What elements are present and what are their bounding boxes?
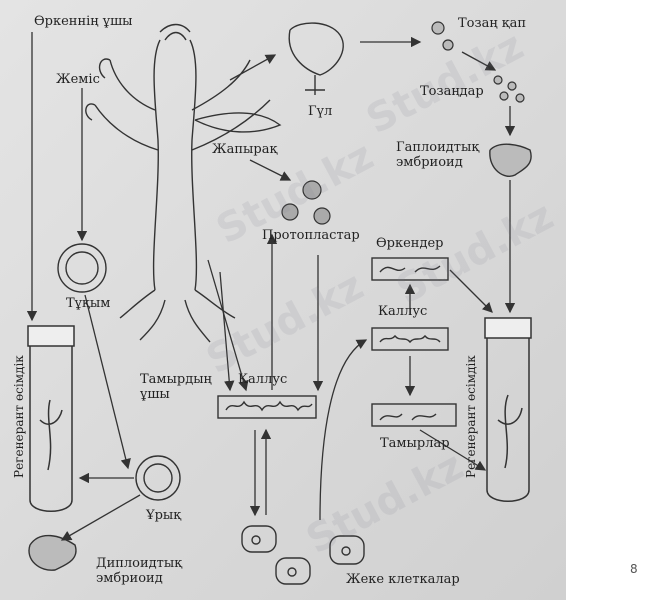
- protoplasts-illustration: [281, 180, 331, 225]
- haploid-embryoid: [489, 143, 532, 177]
- label-embryo: Ұрық: [146, 508, 182, 523]
- label-shoots: Өркендер: [376, 236, 444, 251]
- label-regenerant-right: Регенерант өсімдік: [464, 355, 478, 478]
- pollen-illustration: [431, 21, 525, 103]
- arrows: [26, 32, 516, 541]
- label-anther: Тозаң қап: [458, 16, 527, 31]
- label-roots: Тамырлар: [380, 436, 450, 451]
- label-callus-right: Каллус: [378, 304, 428, 319]
- page-number: 8: [630, 562, 638, 576]
- diagram-photo: Stud.kz Stud.kz Stud.kz Stud.kz Stud.kz …: [0, 0, 566, 600]
- shoots-dish: [371, 257, 449, 281]
- label-fruit: Жеміс: [56, 72, 100, 87]
- left-tube: [27, 325, 75, 512]
- label-single-cells: Жеке клеткалар: [346, 572, 460, 587]
- right-tube: [484, 317, 532, 502]
- label-leaf: Жапырақ: [212, 142, 278, 157]
- label-flower: Гүл: [308, 104, 333, 119]
- center-callus-dish: [217, 395, 317, 419]
- label-haploid-embryoid: Гаплоидтық эмбриоид: [396, 140, 480, 170]
- single-cells-illustration: [241, 525, 365, 585]
- roots-dish: [371, 403, 457, 427]
- diagram-drawing: [0, 0, 566, 600]
- label-seed: Тұқым: [66, 296, 111, 311]
- label-root-tip: Тамырдың ұшы: [140, 372, 212, 402]
- seed-illustration: [57, 243, 107, 293]
- plant-illustration: [85, 23, 282, 343]
- embryo-illustration: [135, 455, 181, 501]
- label-callus-center: Каллус: [238, 372, 288, 387]
- label-diploid-embryoid: Диплоидтық эмбриоид: [96, 556, 183, 586]
- flower-illustration: [288, 22, 344, 95]
- diploid-embryoid: [28, 534, 77, 571]
- label-regenerant-left: Регенерант өсімдік: [12, 355, 26, 478]
- label-protoplasts: Протопластар: [262, 228, 360, 243]
- label-pollen: Тозаңдар: [420, 84, 484, 99]
- right-callus-dish: [371, 327, 449, 351]
- label-shoot-tip: Өркеннің ұшы: [34, 14, 133, 29]
